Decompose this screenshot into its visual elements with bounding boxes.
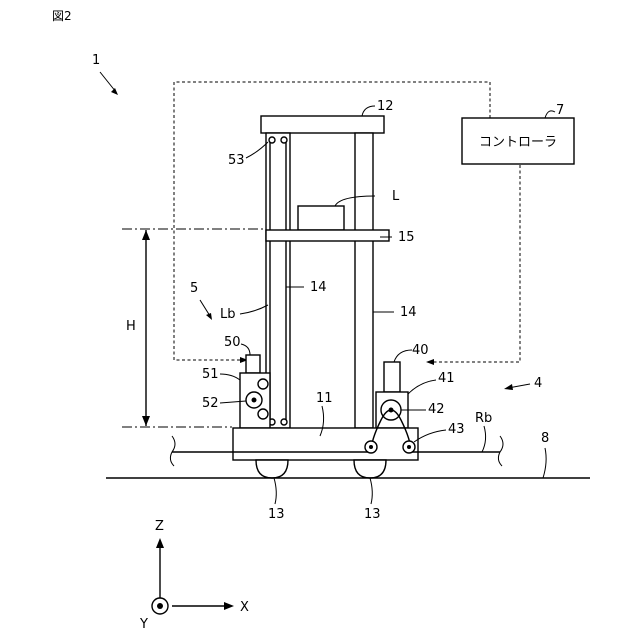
idler-rail-right-center — [407, 445, 411, 449]
load-block — [298, 206, 344, 230]
lift-unit-arrowhead — [206, 313, 212, 320]
idler-right-leader — [414, 430, 446, 442]
housing-left-leader — [220, 374, 240, 380]
rail-break-right — [498, 436, 503, 466]
wheel-right-ref: 13 — [364, 507, 381, 522]
sprocket-bottom-b — [281, 419, 287, 425]
rail-belt-ref: Rb — [475, 411, 492, 426]
x-axis-label: X — [240, 600, 249, 615]
chassis — [233, 428, 418, 460]
height-arrow-bottom — [142, 416, 150, 426]
mast-right-ref: 14 — [400, 305, 417, 320]
top-frame-ref: 12 — [377, 99, 394, 114]
lift-belt-ref: Lb — [220, 307, 236, 322]
housing-right-ref: 41 — [438, 371, 455, 386]
motor-left-leader — [241, 344, 250, 355]
z-axis-arrowhead — [156, 538, 164, 548]
y-axis-label: Y — [139, 617, 148, 632]
drive-unit-ref: 4 — [534, 376, 542, 391]
figure-label: 図2 — [52, 9, 72, 23]
rail-break-left — [170, 436, 175, 466]
floor-ref: 8 — [541, 431, 549, 446]
sprocket-ref: 53 — [228, 153, 245, 168]
rail-belt-leader — [482, 426, 486, 452]
system-ref-leader — [100, 72, 116, 92]
lift-unit-ref: 5 — [190, 281, 198, 296]
idler-left-lower — [258, 409, 268, 419]
top-frame-leader — [362, 106, 375, 116]
platform-ref: 15 — [398, 230, 415, 245]
idler-rail-left-center — [369, 445, 373, 449]
motor-left-ref: 50 — [224, 335, 241, 350]
motor-right — [384, 362, 400, 392]
idler-right-ref: 43 — [448, 422, 465, 437]
controller-ref: 7 — [556, 103, 564, 118]
system-ref-arrowhead — [111, 88, 118, 95]
height-ref: H — [126, 319, 136, 334]
lift-unit-leader — [200, 300, 210, 316]
wheel-left-leader — [274, 478, 276, 504]
z-axis-label: Z — [155, 519, 164, 534]
chassis-ref: 11 — [316, 391, 333, 406]
load-ref: L — [392, 189, 400, 204]
platform — [266, 230, 389, 241]
controller-label: コントローラ — [479, 135, 557, 150]
lift-belt-leader — [240, 305, 268, 314]
control-boundary-right — [426, 165, 520, 362]
sprocket-top-a — [269, 137, 275, 143]
motor-left — [246, 355, 260, 373]
controller-ref-leader — [545, 111, 555, 118]
drive-unit-arrowhead — [504, 384, 513, 390]
system-ref: 1 — [92, 53, 100, 68]
pulley-left-ref: 52 — [202, 396, 219, 411]
sprocket-top-b — [281, 137, 287, 143]
y-axis-dot — [157, 603, 163, 609]
housing-left-ref: 51 — [202, 367, 219, 382]
floor-leader — [543, 448, 546, 478]
wheel-right — [354, 460, 386, 478]
top-frame — [261, 116, 384, 133]
wheel-left-ref: 13 — [268, 507, 285, 522]
housing-right-leader — [408, 380, 436, 394]
wheel-left — [256, 460, 288, 478]
wheel-right-leader — [370, 478, 372, 504]
control-arrow-right — [426, 359, 434, 365]
idler-left-upper — [258, 379, 268, 389]
pulley-left-center — [252, 398, 257, 403]
height-arrow-top — [142, 230, 150, 240]
motor-right-ref: 40 — [412, 343, 429, 358]
motor-right-leader — [394, 350, 412, 362]
sprocket-ref-leader — [246, 142, 268, 158]
mast-right — [355, 133, 373, 428]
x-axis-arrowhead — [224, 602, 234, 610]
pulley-right-ref: 42 — [428, 402, 445, 417]
mast-left-ref: 14 — [310, 280, 327, 295]
